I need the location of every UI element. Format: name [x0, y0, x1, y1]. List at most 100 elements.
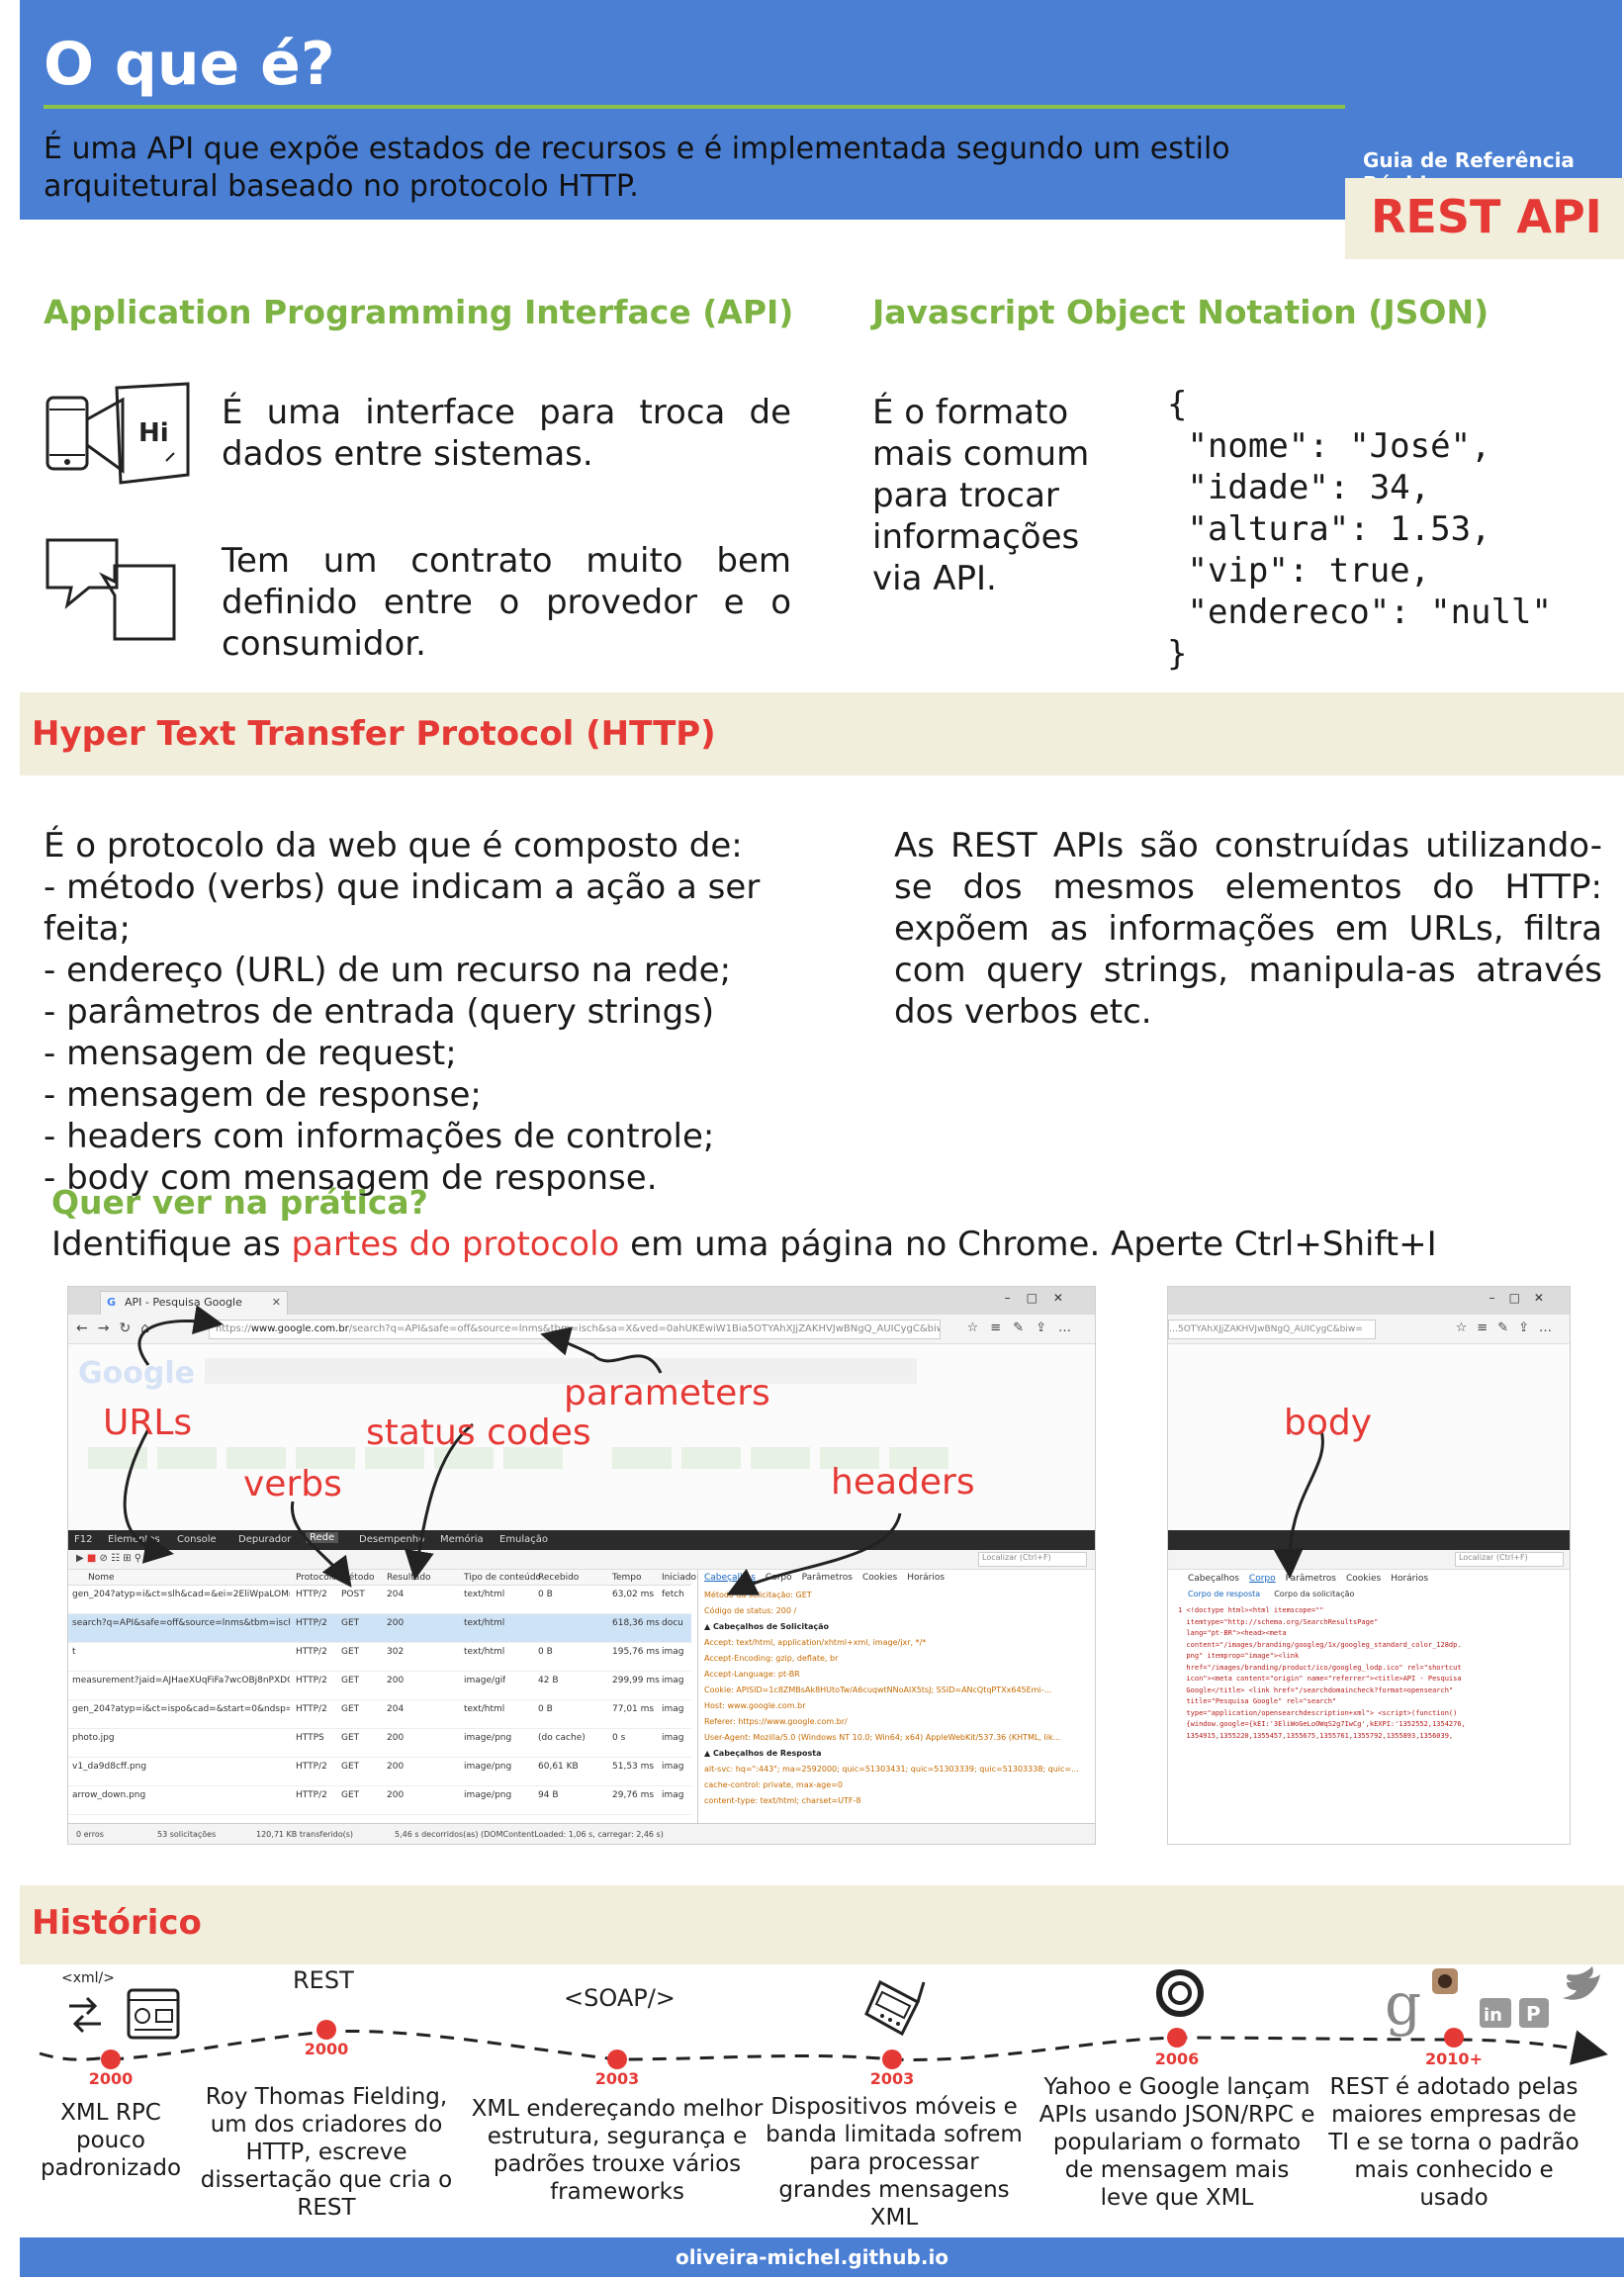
- practice-title: Quer ver na prática?: [51, 1183, 428, 1222]
- header-line: Cookie: APISID=1c8ZMBsAk8HUtoTw/A6cuqwtN…: [704, 1685, 1052, 1694]
- network-cell: HTTP/2: [296, 1647, 327, 1657]
- historico-section-band: [20, 1885, 1624, 1964]
- network-cell: photo.jpg: [72, 1733, 115, 1743]
- browser-screenshot-body: –□✕ …5OTYAhXJjZAKHVJwBNgQ_AUICygC&biw= ☆…: [1167, 1286, 1571, 1845]
- network-cell: imag: [662, 1676, 684, 1685]
- json-logo-icon: [1156, 1969, 1204, 2017]
- network-cell: 200: [387, 1762, 405, 1772]
- devtools-search[interactable]: Localizar (Ctrl+F): [978, 1552, 1087, 1567]
- body-arrow: [1273, 1429, 1324, 1579]
- window-controls[interactable]: –□✕: [1004, 1291, 1079, 1305]
- network-cell: HTTP/2: [296, 1676, 327, 1685]
- devtools-search[interactable]: Localizar (Ctrl+F): [1455, 1552, 1564, 1567]
- network-request-row[interactable]: gen_204?atyp=i&ct=slh&cad=&ei=2EliWpaLOM…: [68, 1586, 691, 1614]
- timeline: [39, 2020, 1608, 2069]
- url-field[interactable]: https://www.google.com.br/search?q=API&s…: [209, 1320, 941, 1339]
- nav-buttons[interactable]: ←→↻⌂: [76, 1321, 160, 1336]
- tab-corpo[interactable]: Corpo: [1248, 1574, 1276, 1584]
- timeline-dot: [607, 2049, 627, 2069]
- headers-arrow: [726, 1512, 902, 1595]
- browser-tab[interactable]: G API - Pesquisa Google ✕: [100, 1291, 288, 1315]
- timeline-event-text: XML RPC pouco padronizado: [40, 2100, 182, 2181]
- network-cell: 63,02 ms: [612, 1590, 655, 1599]
- network-table-body: gen_204?atyp=i&ct=slh&cad=&ei=2EliWpaLOM…: [68, 1586, 691, 1823]
- network-cell: GET: [341, 1733, 360, 1743]
- guide-title: REST API: [1371, 190, 1602, 243]
- window-controls[interactable]: –□✕: [1489, 1291, 1558, 1305]
- social-icons: g in P: [1385, 1966, 1600, 2038]
- list-item: - mensagem de response;: [44, 1075, 482, 1115]
- network-cell: image/gif: [464, 1676, 506, 1685]
- rest-label: REST: [293, 1966, 354, 1994]
- url-field[interactable]: …5OTYAhXJjZAKHVJwBNgQ_AUICygC&biw=: [1168, 1320, 1376, 1339]
- network-cell: arrow_down.png: [72, 1790, 146, 1800]
- network-cell: imag: [662, 1762, 684, 1772]
- network-request-row[interactable]: gen_204?atyp=i&ct=ispo&cad=&start=0&ndsp…: [68, 1700, 691, 1729]
- tab-network[interactable]: Rede: [306, 1532, 339, 1543]
- header-line: Accept-Encoding: gzip, deflate, br: [704, 1654, 839, 1663]
- network-cell: 0 B: [538, 1647, 553, 1657]
- browser-screenshot-network: G API - Pesquisa Google ✕ –□✕ ←→↻⌂ https…: [67, 1286, 1096, 1845]
- http-section-band: [20, 692, 1624, 775]
- timeline-dot: [316, 2020, 336, 2040]
- xml-tag-label: <xml/>: [61, 1970, 115, 1986]
- header-line: User-Agent: Mozilla/5.0 (Windows NT 10.0…: [704, 1733, 1061, 1742]
- list-item: - método (verbs) que indicam a ação a se…: [44, 867, 761, 949]
- urls-arrow-bottom: [123, 1428, 174, 1564]
- network-cell: GET: [341, 1676, 360, 1685]
- header-line: ▲ Cabeçalhos de Solicitação: [704, 1622, 830, 1631]
- network-cell: fetch: [662, 1590, 684, 1599]
- list-item: - parâmetros de entrada (query strings): [44, 992, 715, 1032]
- network-request-row[interactable]: measurement?jaid=AJHaeXUqFiFa7wcOBj8nPXD…: [68, 1672, 691, 1700]
- network-cell: 77,01 ms: [612, 1704, 655, 1714]
- page-title: O que é?: [44, 30, 335, 99]
- label-verbs: verbs: [243, 1464, 342, 1504]
- network-cell: 0 B: [538, 1704, 553, 1714]
- label-parameters: parameters: [564, 1373, 770, 1413]
- network-cell: 42 B: [538, 1676, 559, 1685]
- devtools-tab-bar: F12 Elementos Console Depurador Rede Des…: [68, 1530, 1095, 1550]
- network-cell: 204: [387, 1590, 405, 1599]
- linkedin-icon: [1480, 1998, 1511, 2028]
- api-section-title: Application Programming Interface (API): [44, 293, 794, 331]
- network-cell: text/html: [464, 1647, 505, 1657]
- practice-instruction: Identifique as partes do protocolo em um…: [51, 1225, 1437, 1264]
- footer-link[interactable]: oliveira-michel.github.io: [675, 2245, 949, 2269]
- svg-text:P: P: [1526, 2002, 1541, 2026]
- timeline-event-text: Dispositivos móveis e banda limitada sof…: [766, 2094, 1023, 2231]
- guide-title-box: [1345, 178, 1624, 259]
- google-g-icon: g: [1385, 1970, 1421, 2038]
- header-line: ▲ Cabeçalhos de Resposta: [704, 1749, 822, 1758]
- header-line: Host: www.google.com.br: [704, 1701, 806, 1710]
- network-cell: text/html: [464, 1704, 505, 1714]
- header-line: cache-control: private, max-age=0: [704, 1780, 843, 1789]
- network-cell: 94 B: [538, 1790, 559, 1800]
- header-line: Código de status: 200 /: [704, 1606, 797, 1615]
- twitter-icon: [1563, 1966, 1600, 2000]
- google-g-icon: G: [107, 1296, 117, 1309]
- timeline-year: 2003: [594, 2069, 640, 2088]
- list-item: - headers com informações de controle;: [44, 1117, 715, 1156]
- toolbar-icons[interactable]: ☆≡✎⇪…: [1455, 1321, 1562, 1335]
- urls-arrow-top: [137, 1305, 224, 1366]
- timeline-year: 2000: [88, 2069, 134, 2088]
- network-cell: imag: [662, 1647, 684, 1657]
- network-request-row[interactable]: search?q=API&safe=off&source=lnms&tbm=is…: [68, 1614, 691, 1643]
- close-tab-icon[interactable]: ✕: [271, 1296, 281, 1309]
- toolbar-icons[interactable]: ☆≡✎⇪…: [966, 1321, 1083, 1335]
- timeline-dot: [1444, 2028, 1464, 2048]
- network-cell: HTTP/2: [296, 1762, 327, 1772]
- devtools-status-bar: 0 erros 53 solicitações 120,71 KB transf…: [68, 1823, 1095, 1844]
- record-controls[interactable]: ▶ ■ ⊘ ☷ ⊞ ⚲: [76, 1553, 142, 1564]
- network-cell: 0 B: [538, 1590, 553, 1599]
- list-item: - mensagem de request;: [44, 1034, 457, 1073]
- label-body: body: [1284, 1403, 1373, 1443]
- network-cell: docu: [662, 1618, 683, 1628]
